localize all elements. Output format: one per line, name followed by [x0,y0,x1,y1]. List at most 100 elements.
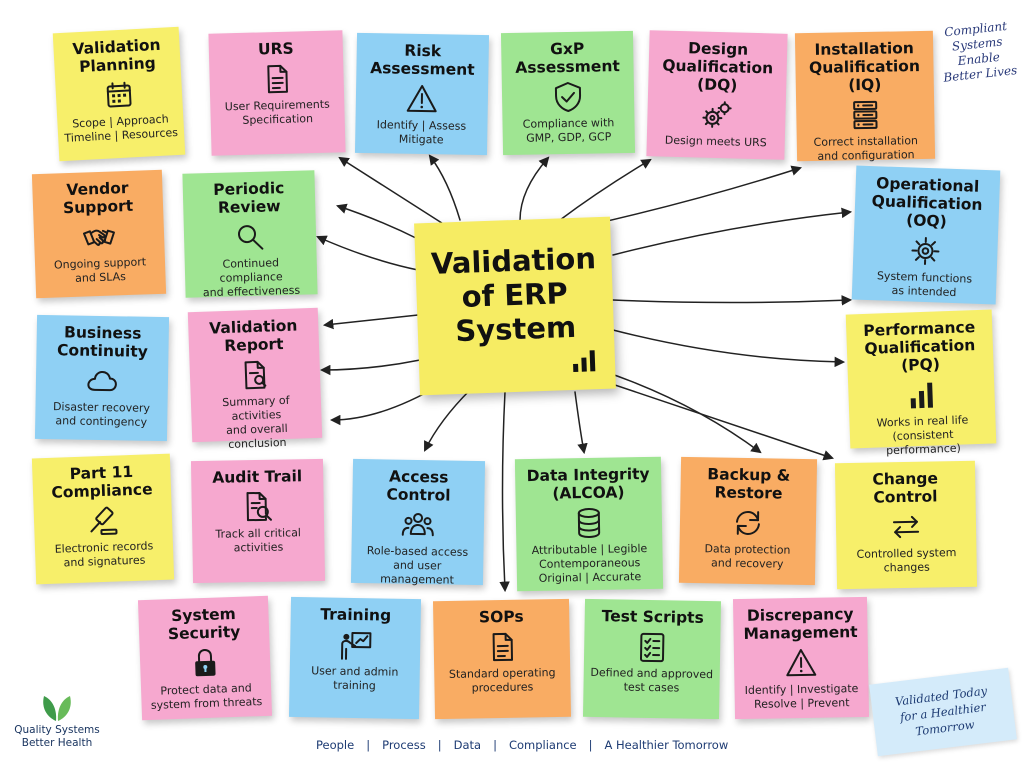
swap-arrows-icon [889,510,924,545]
document-icon [484,630,519,665]
note-system-security: System Security Protect data and system … [137,595,273,721]
note-title: Test Scripts [601,607,704,627]
note-risk-assessment: Risk Assessment Identify | Assess Mitiga… [354,32,490,156]
connector-arrow [559,158,652,221]
note-title: Discrepancy Management [743,605,858,643]
refresh-icon [731,506,766,541]
note-title: SOPs [478,607,524,627]
note-description: Works in real life (consistent performan… [876,413,969,458]
note-description: Disaster recovery and contingency [52,400,151,429]
note-description: Track all critical activities [215,526,302,555]
note-training: Training User and admin training [288,596,422,720]
footer-item: Compliance [508,738,577,752]
note-description: Controlled system changes [856,546,957,575]
note-description: Attributable | Legible Contemporaneous O… [531,541,648,585]
cloud-icon [85,364,120,399]
note-title: Validation Report [208,316,298,356]
note-title: Risk Assessment [370,41,475,79]
note-title: Data Integrity (ALCOA) [526,464,650,503]
connector-arrow [428,154,461,221]
note-description: Identify | Assess Mitigate [376,118,467,147]
note-business-continuity: Business Continuity Disaster recovery an… [34,314,170,442]
central-note: Validation of ERP System [414,216,616,396]
warning-icon [405,82,440,117]
connector-arrow [336,203,421,241]
note-urs: URS User Requirements Specification [208,30,346,156]
note-description: Compliance with GMP, GDP, GCP [522,116,615,145]
footer-item: A Healthier Tomorrow [604,738,729,752]
note-backup-restore: Backup & Restore Data protection and rec… [678,456,818,586]
note-title: Business Continuity [56,323,148,361]
note-test-scripts: Test Scripts Defined and approved test c… [582,598,722,720]
note-description: Identify | Investigate Resolve | Prevent [744,682,859,711]
connector-arrow [499,391,510,593]
footer-separator: | [493,738,497,752]
brand-block: Quality Systems Better Health [12,692,102,750]
connector-arrow [519,156,550,221]
note-gxp-assessment: GxP Assessment Compliance with GMP, GDP,… [500,30,636,156]
connector-arrow [589,165,803,226]
note-title: Periodic Review [213,179,285,217]
note-title: Performance Qualification (PQ) [863,318,976,375]
note-vendor-support: Vendor Support Ongoing support and SLAs [31,169,167,299]
document-search-icon [240,490,275,525]
note-operational-qualification: Operational Qualification (OQ) System fu… [851,165,1001,305]
checklist-icon [635,630,670,665]
report-icon [237,357,272,392]
note-description: User and admin training [311,664,399,693]
note-title: Backup & Restore [707,465,791,503]
note-description: Electronic records and signatures [54,539,154,570]
note-description: Role-based access and user management [366,544,469,587]
note-performance-qualification: Performance Qualification (PQ) Works in … [845,309,997,457]
connector-arrow [316,235,419,271]
connector-arrow [574,391,588,455]
note-title: Installation Qualification (IQ) [808,39,921,95]
note-title: Change Control [872,469,939,507]
server-icon [848,98,883,133]
warning-icon [784,646,819,681]
note-title: Vendor Support [62,178,134,218]
note-title: Design Qualification (DQ) [662,39,774,95]
footer-separator: | [437,738,442,752]
note-audit-trail: Audit Trail Track all critical activitie… [190,458,326,584]
note-title: Validation Planning [72,35,162,77]
note-description: Ongoing support and SLAs [53,255,147,285]
note-validation-report: Validation Report Summary of activities … [187,307,323,451]
note-discrepancy-management: Discrepancy Management Identify | Invest… [732,596,870,720]
note-periodic-review: Periodic Review Continued compliance and… [182,170,318,300]
bar-chart-icon [573,350,596,373]
connector-arrow [599,369,762,454]
footer-tagline: People|Process|Data|Compliance|A Healthi… [316,738,728,752]
connector-arrow [612,329,846,368]
connector-arrow [612,295,853,306]
note-description: Design meets URS [664,133,767,150]
note-installation-qualification: Installation Qualification (IQ) Correct … [794,30,936,163]
note-design-qualification: Design Qualification (DQ) Design meets U… [646,30,788,160]
note-change-control: Change Control Controlled system changes [834,460,978,590]
note-description: System functions as intended [876,269,973,300]
gavel-icon [85,503,120,538]
note-description: Summary of activities and overall conclu… [222,393,290,451]
note-sops: SOPs Standard operating procedures [432,598,572,720]
bar-chart-icon [904,377,939,412]
note-title: Access Control [386,467,451,505]
lock-icon [188,645,223,680]
presenter-icon [338,628,373,663]
note-description: Continued compliance and effectiveness [202,256,301,300]
users-icon [401,508,436,543]
note-description: Standard operating procedures [448,666,556,695]
note-title: Part 11 Compliance [51,462,153,502]
leaf-icon [43,696,71,721]
handshake-icon [82,219,117,254]
gears-icon [699,98,734,133]
note-validation-planning: Validation Planning Scope | Approach Tim… [52,26,186,162]
calendar-icon [101,77,137,113]
note-title: Operational Qualification (OQ) [871,174,983,231]
footer-item: People [316,738,355,752]
shield-check-icon [551,80,586,115]
footer-separator: | [588,738,593,752]
note-description: Data protection and recovery [704,542,791,571]
document-icon [259,62,294,97]
footer-separator: | [366,738,371,752]
